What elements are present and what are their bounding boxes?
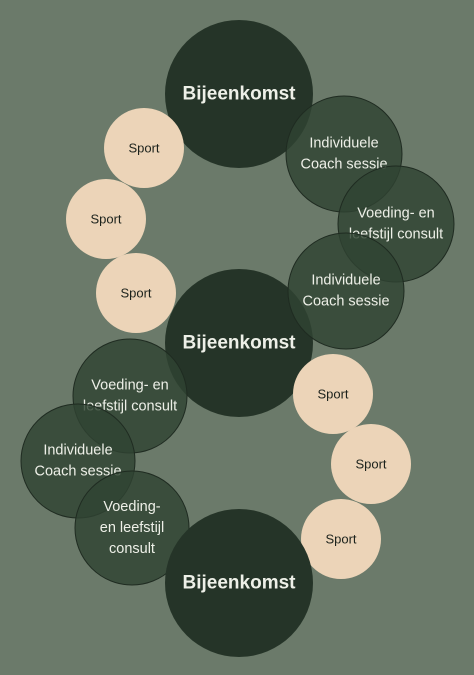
sport-circle [293, 354, 373, 434]
sport-label: Sport [355, 457, 386, 472]
sport-circle [331, 424, 411, 504]
session-circle [287, 232, 405, 350]
session-label: Voeding- [103, 499, 160, 515]
sport-node: Sport [66, 179, 146, 259]
session-label: Voeding- en [357, 206, 434, 222]
session-circle [74, 470, 190, 586]
sport-node: Sport [301, 499, 381, 579]
sport-label: Sport [128, 141, 159, 156]
sport-node: Sport [331, 424, 411, 504]
sport-node: Sport [104, 108, 184, 188]
sport-circle [301, 499, 381, 579]
sport-label: Sport [90, 212, 121, 227]
sport-circle [66, 179, 146, 259]
sport-label: Sport [317, 387, 348, 402]
bijeenkomst-node: Bijeenkomst [165, 20, 313, 168]
bijeenkomst-circle [165, 509, 313, 657]
sport-node: Sport [293, 354, 373, 434]
bijeenkomst-node: Bijeenkomst [165, 509, 313, 657]
session-label: en leefstijl [100, 520, 164, 536]
bijeenkomst-label: Bijeenkomst [183, 573, 297, 594]
session-label: Individuele [311, 273, 380, 289]
session-label: leefstijl consult [349, 227, 443, 243]
sport-label: Sport [325, 532, 356, 547]
session-label: Coach sessie [34, 464, 121, 480]
sport-node: Sport [96, 253, 176, 333]
bijeenkomst-node: Bijeenkomst [165, 269, 313, 417]
sport-circle [104, 108, 184, 188]
sport-circle [96, 253, 176, 333]
bijeenkomst-circle [165, 269, 313, 417]
bijeenkomst-label: Bijeenkomst [183, 84, 297, 105]
sport-label: Sport [120, 286, 151, 301]
session-label: Individuele [43, 443, 112, 459]
session-label: leefstijl consult [83, 399, 177, 415]
session-label: Coach sessie [300, 157, 387, 173]
bijeenkomst-label: Bijeenkomst [183, 333, 297, 354]
session-label: consult [109, 541, 155, 557]
session-label: Coach sessie [302, 294, 389, 310]
session-label: Individuele [309, 136, 378, 152]
session-label: Voeding- en [91, 378, 168, 394]
bijeenkomst-circle [165, 20, 313, 168]
session-node: Voeding-en leefstijl consult [74, 470, 190, 586]
